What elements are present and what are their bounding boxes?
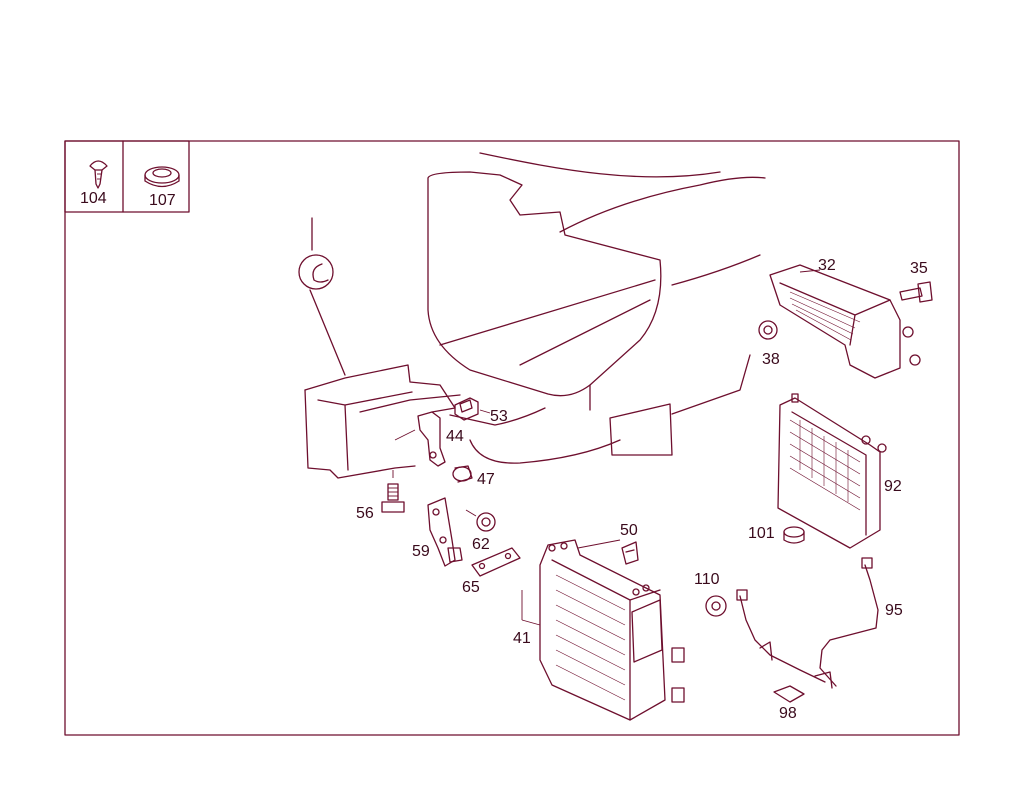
label-47: 47 [477,471,495,488]
legend-label-104: 104 [80,190,107,207]
part-38-nut[interactable] [758,320,778,340]
label-44: 44 [446,428,464,445]
push-rivet-clip-icon[interactable] [89,160,108,189]
label-56: 56 [356,505,374,522]
part-98-clip[interactable] [773,685,805,703]
part-47-rubber-mount[interactable] [452,465,473,483]
label-65: 65 [462,579,480,596]
label-92: 92 [884,478,902,495]
part-44-bracket[interactable] [394,411,446,467]
part-59-mounting-plate[interactable] [427,497,463,567]
label-53: 53 [490,408,508,425]
label-95: 95 [885,602,903,619]
label-98: 98 [779,705,797,722]
part-56-bolt[interactable] [381,470,405,513]
label-38: 38 [762,351,780,368]
part-101-grommet[interactable] [783,526,805,544]
label-32: 32 [818,257,836,274]
part-95-oil-line[interactable] [736,557,879,689]
legend-box [64,140,190,213]
part-50-clip[interactable] [621,541,639,565]
label-35: 35 [910,260,928,277]
label-110: 110 [694,571,720,588]
label-101: 101 [748,525,775,542]
part-32-cooler[interactable] [769,264,921,379]
vehicle-body-outline [298,152,766,479]
grommet-ring-icon[interactable] [144,166,180,188]
part-53-clip[interactable] [454,397,479,421]
part-41-oil-cooler[interactable] [521,539,685,721]
part-62-nut[interactable] [465,509,496,532]
label-41: 41 [513,630,531,647]
legend-label-107: 107 [149,192,176,209]
part-110-nut[interactable] [705,595,727,617]
label-59: 59 [412,543,430,560]
part-65-spacer-bar[interactable] [471,547,521,577]
label-62: 62 [472,536,490,553]
part-35-bolt[interactable] [899,281,933,303]
diagram-frame [64,140,960,736]
label-50: 50 [620,522,638,539]
part-92-radiator[interactable] [777,393,887,549]
